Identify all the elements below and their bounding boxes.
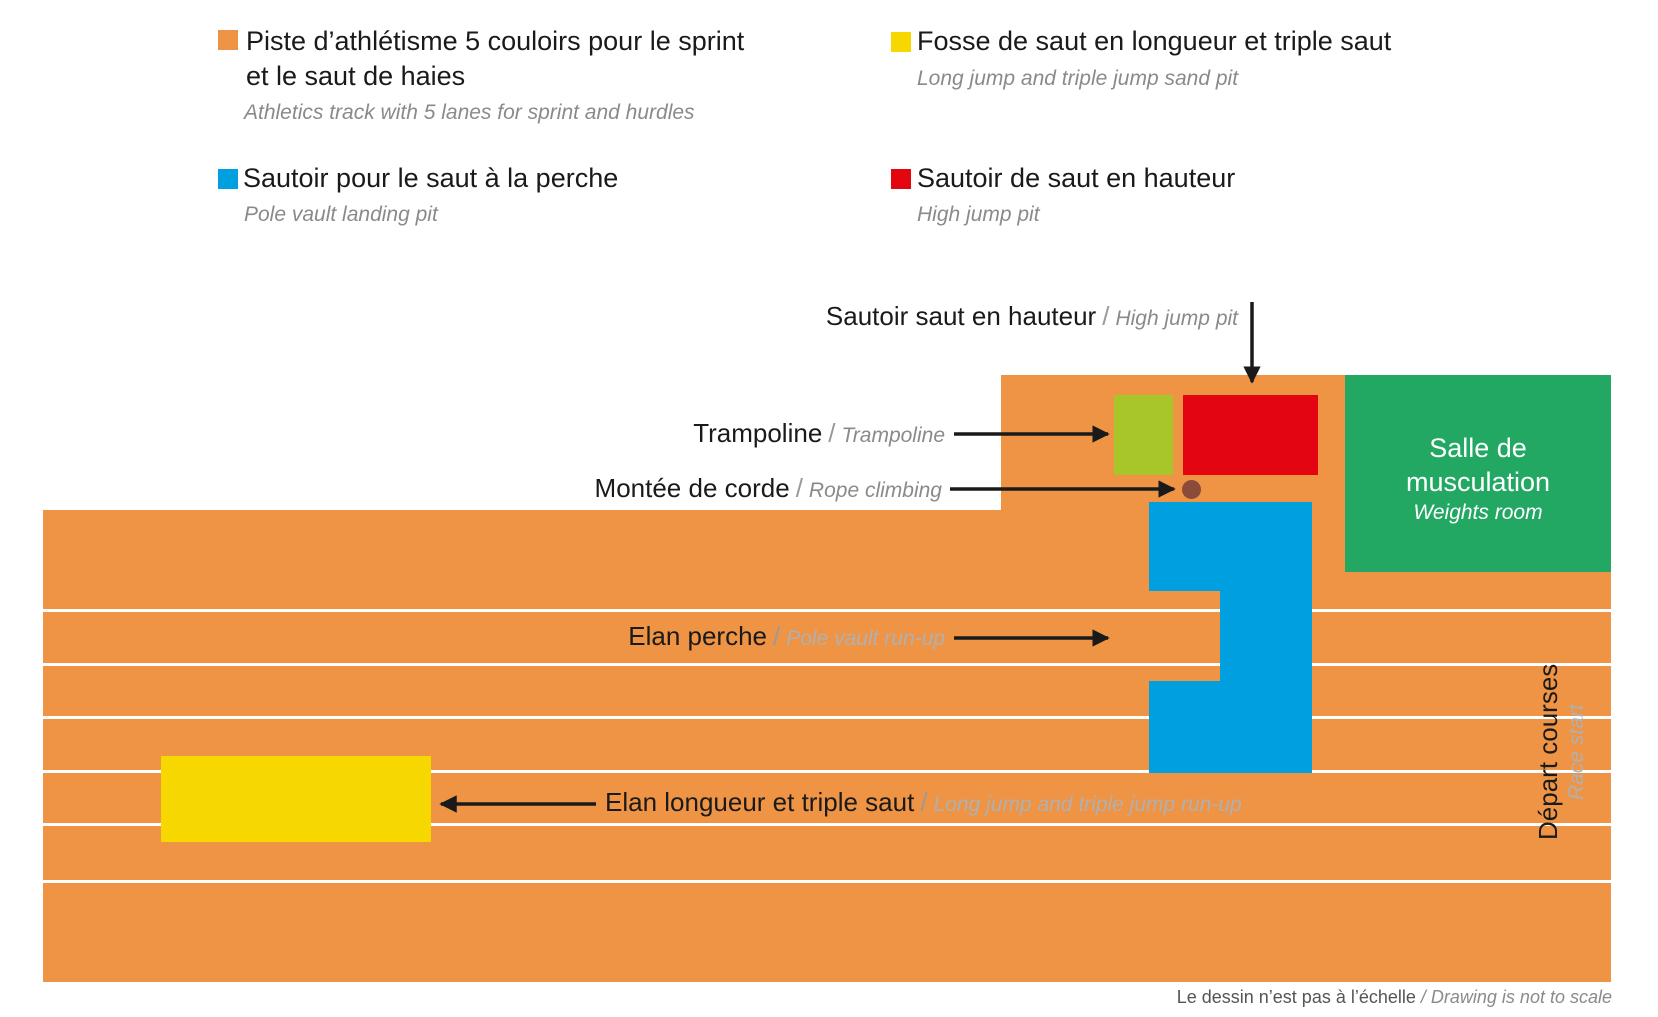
legend-track-fr: Piste d’athlétisme 5 couloirs pour le sp…	[246, 26, 745, 56]
legend-pole-vault-pit-fr: Sautoir pour le saut à la perche	[243, 163, 619, 193]
rope-climbing-point	[1182, 480, 1201, 499]
legend-pole-vault-pit-en: Pole vault landing pit	[244, 203, 438, 226]
trampoline	[1114, 395, 1173, 475]
trampoline-label: Trampoline/Trampoline	[693, 417, 945, 452]
trampoline-label-fr: Trampoline	[693, 418, 823, 448]
long-runup-label-en: Long jump and triple jump run-up	[933, 793, 1242, 816]
legend-swatch-long-jump-pit	[891, 32, 911, 52]
race-start-en: Race start	[1565, 704, 1588, 800]
lane-line	[43, 880, 1611, 883]
race-start-fr: Départ courses	[1533, 663, 1563, 840]
legend-long-jump-pit-fr: Fosse de saut en longueur et triple saut	[917, 26, 1392, 56]
weights-room-fr-line1: Salle de	[1429, 433, 1527, 463]
long-jump-pit	[161, 756, 431, 842]
high-jump-label: Sautoir saut en hauteur/High jump pit	[826, 300, 1238, 335]
pole-runup-label-fr: Elan perche	[628, 621, 767, 651]
separator: /	[1102, 301, 1110, 331]
lane-line	[43, 663, 1611, 666]
separator: /	[828, 418, 836, 448]
weights-room: Salle de musculation Weights room	[1345, 375, 1611, 572]
legend-high-jump-pit-fr: Sautoir de saut en hauteur	[917, 163, 1236, 193]
separator: /	[773, 621, 781, 651]
scale-note-en: Drawing is not to scale	[1430, 987, 1612, 1007]
trampoline-label-en: Trampoline	[841, 424, 945, 447]
rope-climbing-label-fr: Montée de corde	[594, 473, 790, 503]
legend-track-fr-line2: et le saut de haies	[246, 61, 466, 91]
long-runup-label: Elan longueur et triple saut/Long jump a…	[605, 786, 1242, 821]
high-jump-label-fr: Sautoir saut en hauteur	[825, 301, 1097, 331]
lane-line	[43, 770, 1611, 773]
pole-runup-label: Elan perche/Pole vault run-up	[628, 620, 945, 655]
weights-room-label: Salle de musculation Weights room	[1345, 431, 1611, 527]
scale-note-fr: Le dessin n’est pas à l’échelle	[1176, 987, 1416, 1007]
separator: /	[795, 473, 803, 503]
long-runup-label-fr: Elan longueur et triple saut	[605, 787, 915, 817]
scale-note: Le dessin n’est pas à l’échelle/Drawing …	[1177, 987, 1612, 1008]
legend-long-jump-pit-en: Long jump and triple jump sand pit	[917, 67, 1239, 90]
legend-track-en: Athletics track with 5 lanes for sprint …	[244, 101, 695, 124]
separator: /	[920, 787, 928, 817]
pole-vault-pit-shape	[1149, 502, 1312, 773]
athletics-track	[43, 510, 1611, 982]
weights-room-fr-line2: musculation	[1405, 467, 1551, 497]
lane-line	[43, 716, 1611, 719]
legend-swatch-track	[218, 30, 238, 50]
rope-climbing-label: Montée de corde/Rope climbing	[595, 472, 942, 507]
legend-high-jump-pit-en: High jump pit	[917, 203, 1040, 226]
legend-swatch-high-jump-pit	[891, 169, 911, 189]
high-jump-pit	[1183, 395, 1318, 475]
lane-line	[43, 823, 1611, 826]
high-jump-label-en: High jump pit	[1115, 307, 1238, 330]
weights-room-en: Weights room	[1413, 501, 1543, 524]
lane-line	[43, 609, 1611, 612]
separator: /	[1420, 987, 1426, 1007]
legend-swatch-pole-vault-pit	[218, 169, 238, 189]
rope-climbing-label-en: Rope climbing	[808, 479, 942, 502]
pole-runup-label-en: Pole vault run-up	[786, 627, 945, 650]
